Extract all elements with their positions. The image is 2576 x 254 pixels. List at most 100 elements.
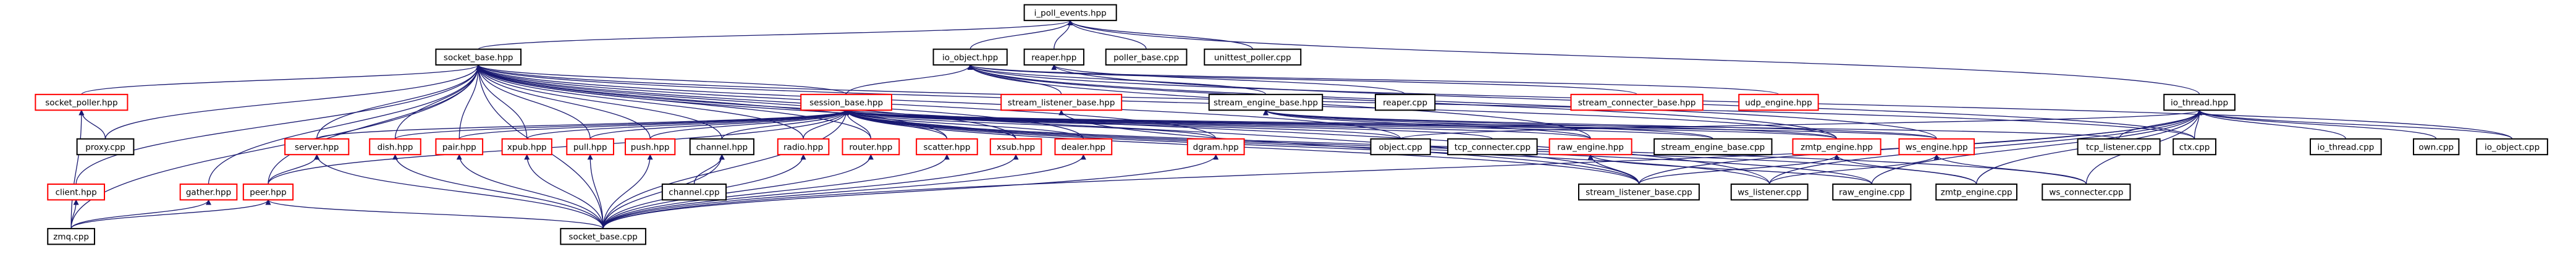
edge-socket_base_cpp-to-pair_hpp — [456, 154, 604, 229]
node-box — [1374, 93, 1436, 111]
node-box — [2310, 138, 2382, 156]
node-box — [1000, 93, 1123, 111]
node-zmq-cpp[interactable]: zmq.cpp — [47, 227, 95, 245]
edge-ws_engine_hpp-to-session_base_hpp — [843, 109, 1937, 140]
edge-socket_base_cpp-to-xsub_hpp — [602, 154, 1019, 229]
edge-socket_base_cpp-to-dgram_hpp — [602, 154, 1219, 229]
edge-stream_listener_base_hpp-to-io_object_hpp — [967, 64, 1062, 95]
edge-stream_listener_base_cpp-to-stream_listener_base_hpp — [1058, 109, 1640, 185]
edge-pull_hpp-to-session_base_hpp — [589, 109, 849, 140]
node-stream-connecter-base-hpp[interactable]: stream_connecter_base.hpp — [1570, 93, 1704, 111]
node-label: socket_base.hpp — [444, 53, 513, 62]
node-socket-base-hpp[interactable]: socket_base.hpp — [435, 48, 522, 66]
node-label: tcp_connecter.cpp — [1455, 142, 1531, 152]
node-unittest-poller-cpp[interactable]: unittest_poller.cpp — [1204, 48, 1302, 66]
node-client-hpp[interactable]: client.hpp — [47, 183, 106, 201]
node-own-cpp[interactable]: own.cpp — [2413, 138, 2460, 156]
node-poller-base-cpp[interactable]: poller_base.cpp — [1105, 48, 1188, 66]
node-ws-connecter-cpp[interactable]: ws_connecter.cpp — [2042, 183, 2131, 201]
node-push-hpp[interactable]: push.hpp — [625, 138, 676, 156]
node-stream-listener-base-hpp[interactable]: stream_listener_base.hpp — [1000, 93, 1123, 111]
node-io-thread-cpp[interactable]: io_thread.cpp — [2310, 138, 2382, 156]
node-box — [76, 138, 135, 156]
node-stream-engine-base-hpp[interactable]: stream_engine_base.hpp — [1208, 93, 1324, 111]
edge-peer_hpp-to-server_hpp — [268, 154, 320, 185]
node-box — [1208, 93, 1324, 111]
node-ws-listener-cpp[interactable]: ws_listener.cpp — [1730, 183, 1809, 201]
node-channel-cpp[interactable]: channel.cpp — [661, 183, 727, 201]
node-socket-base-cpp[interactable]: socket_base.cpp — [560, 227, 646, 245]
node-io-object-hpp[interactable]: io_object.hpp — [932, 48, 1008, 66]
node-label: udp_engine.hpp — [1745, 98, 1812, 108]
node-label: reaper.cpp — [1383, 98, 1427, 108]
node-box — [2163, 93, 2236, 111]
node-stream-listener-base-cpp[interactable]: stream_listener_base.cpp — [1577, 183, 1700, 201]
edge-ws_listener_cpp-to-session_base_hpp — [843, 109, 1770, 185]
node-label: object.cpp — [1379, 142, 1422, 152]
node-xsub-hpp[interactable]: xsub.hpp — [989, 138, 1042, 156]
node-box — [916, 138, 978, 156]
node-box — [435, 48, 522, 66]
edge-dish_hpp-to-socket_base_hpp — [394, 64, 481, 139]
node-peer-hpp[interactable]: peer.hpp — [242, 183, 294, 201]
node-io-thread-hpp[interactable]: io_thread.hpp — [2163, 93, 2236, 111]
edge-peer_hpp-to-socket_base_hpp — [268, 64, 481, 184]
node-label: channel.cpp — [669, 188, 719, 198]
node-label: stream_listener_base.hpp — [1008, 98, 1115, 108]
node-server-hpp[interactable]: server.hpp — [284, 138, 350, 156]
node-udp-engine-hpp[interactable]: udp_engine.hpp — [1738, 93, 1819, 111]
node-dealer-hpp[interactable]: dealer.hpp — [1054, 138, 1113, 156]
node-tcp-connecter-cpp[interactable]: tcp_connecter.cpp — [1447, 138, 1538, 156]
node-raw-engine-cpp[interactable]: raw_engine.cpp — [1832, 183, 1912, 201]
node-label: own.cpp — [2418, 142, 2454, 152]
node-pull-hpp[interactable]: pull.hpp — [566, 138, 614, 156]
node-reaper-hpp[interactable]: reaper.hpp — [1023, 48, 1084, 66]
node-dgram-hpp[interactable]: dgram.hpp — [1186, 138, 1245, 156]
edge-unittest_poller_cpp-to-i_poll_events — [1067, 20, 1253, 49]
node-box — [932, 48, 1008, 66]
edge-ws_engine_hpp-to-io_object_hpp — [967, 64, 1937, 139]
edge-channel_cpp-to-channel_hpp — [693, 154, 725, 185]
node-channel-hpp[interactable]: channel.hpp — [689, 138, 754, 156]
node-dish-hpp[interactable]: dish.hpp — [369, 138, 421, 156]
node-radio-hpp[interactable]: radio.hpp — [777, 138, 830, 156]
edge-pair_hpp-to-socket_base_hpp — [458, 64, 481, 139]
node-box — [242, 183, 294, 201]
node-io-object-cpp[interactable]: io_object.cpp — [2476, 138, 2548, 156]
node-pair-hpp[interactable]: pair.hpp — [435, 138, 484, 156]
node-zmtp-engine-cpp[interactable]: zmtp_engine.cpp — [1935, 183, 2018, 201]
node-ctx-cpp[interactable]: ctx.cpp — [2173, 138, 2216, 156]
edge-push_hpp-to-session_base_hpp — [649, 109, 849, 140]
edge-client_hpp-to-socket_base_hpp — [75, 64, 481, 184]
node-stream-engine-base-cpp[interactable]: stream_engine_base.cpp — [1653, 138, 1773, 156]
edge-raw_engine_hpp-to-session_base_hpp — [843, 109, 1591, 140]
node-router-hpp[interactable]: router.hpp — [842, 138, 900, 156]
edge-pair_hpp-to-session_base_hpp — [458, 109, 849, 140]
node-socket-poller-hpp[interactable]: socket_poller.hpp — [35, 93, 129, 111]
node-zmtp-engine-hpp[interactable]: zmtp_engine.hpp — [1792, 138, 1881, 156]
node-label: ctx.cpp — [2179, 142, 2210, 152]
node-label: poller_base.cpp — [1113, 53, 1179, 62]
node-object-cpp[interactable]: object.cpp — [1370, 138, 1431, 156]
edge-socket_base_cpp-to-push_hpp — [602, 154, 653, 229]
node-proxy-cpp[interactable]: proxy.cpp — [76, 138, 135, 156]
node-box — [1186, 138, 1245, 156]
node-label: unittest_poller.cpp — [1214, 53, 1291, 62]
edge-zmq_cpp-to-peer_hpp — [70, 199, 271, 229]
edge-socket_base_cpp-to-dish_hpp — [392, 154, 604, 229]
node-gather-hpp[interactable]: gather.hpp — [179, 183, 238, 201]
node-label: io_thread.hpp — [2171, 98, 2228, 108]
edge-channel_hpp-to-socket_base_hpp — [475, 64, 722, 139]
node-ws-engine-hpp[interactable]: ws_engine.hpp — [1898, 138, 1975, 156]
node-xpub-hpp[interactable]: xpub.hpp — [501, 138, 552, 156]
node-tcp-listener-cpp[interactable]: tcp_listener.cpp — [2077, 138, 2161, 156]
node-box — [2476, 138, 2548, 156]
node-box — [2173, 138, 2216, 156]
node-reaper-cpp[interactable]: reaper.cpp — [1374, 93, 1436, 111]
node-session-base-hpp[interactable]: session_base.hpp — [800, 93, 892, 111]
node-raw-engine-hpp[interactable]: raw_engine.hpp — [1548, 138, 1632, 156]
node-scatter-hpp[interactable]: scatter.hpp — [916, 138, 978, 156]
node-label: xpub.hpp — [507, 142, 547, 152]
node-label: stream_engine_base.cpp — [1661, 142, 1765, 152]
edge-own_cpp-to-io_thread_hpp — [2197, 109, 2437, 140]
